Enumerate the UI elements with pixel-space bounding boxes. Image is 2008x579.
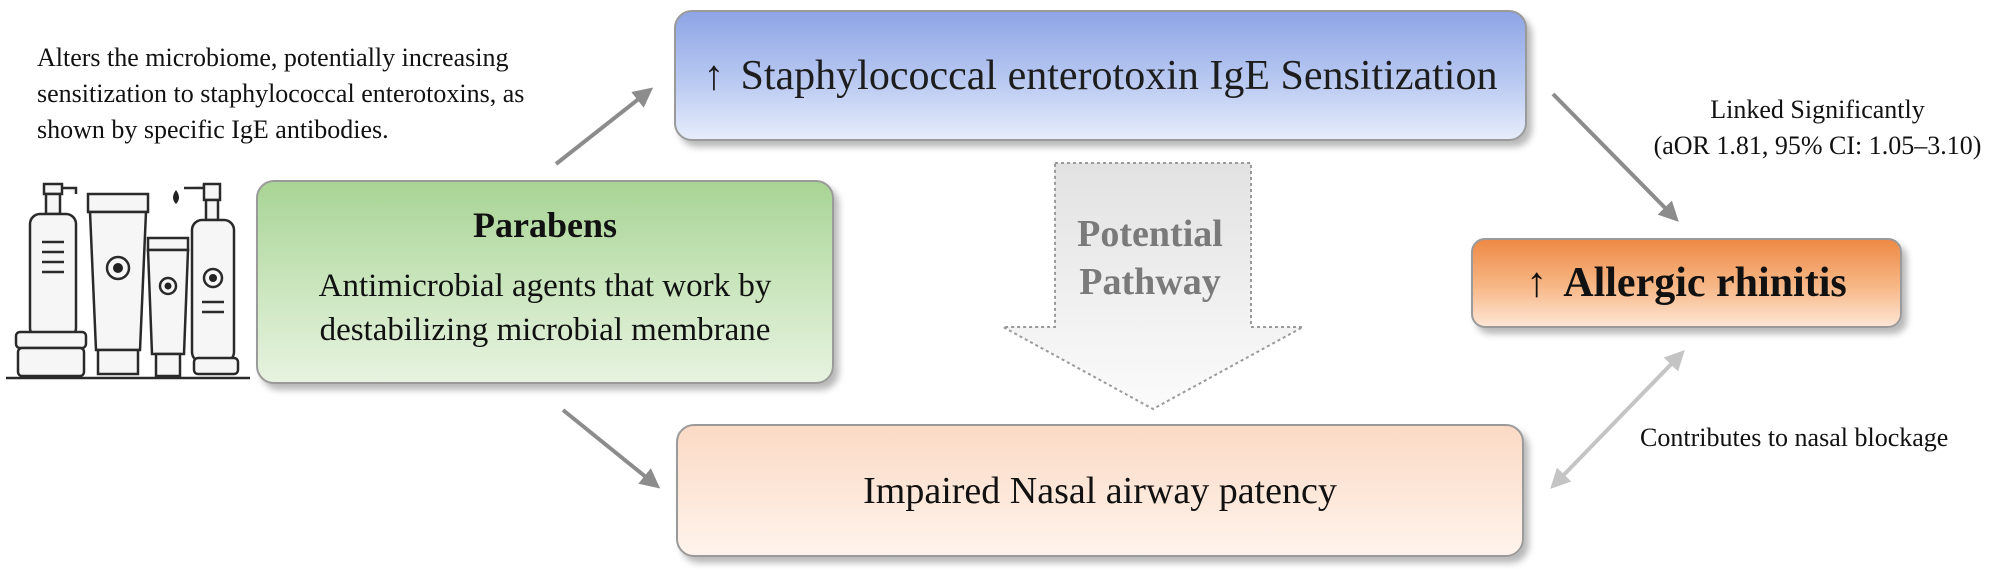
node-patency-label: Impaired Nasal airway patency [863,469,1337,512]
annotation-linked-line-2: (aOR 1.81, 95% CI: 1.05–3.10) [1653,131,1982,160]
arrow-parabens-to-patency [561,408,661,489]
node-nasal-patency: Impaired Nasal airway patency [676,424,1524,557]
arrow-parabens-to-ige [554,87,654,166]
arrow-ige-to-rhinitis [1551,92,1679,222]
arrow-patency-rhinitis [1550,350,1685,489]
node-parabens: Parabens Antimicrobial agents that work … [256,180,834,384]
annotation-linked-significantly: Linked Significantly (aOR 1.81, 95% CI: … [1625,92,2008,164]
potential-pathway-label: Potential Pathway [1050,210,1250,306]
node-ige-label: Staphylococcal enterotoxin IgE Sensitiza… [740,52,1498,99]
pathway-line-1: Potential [1077,213,1223,255]
annotation-microbiome: Alters the microbiome, potentially incre… [37,40,677,148]
annotation-microbiome-line-1: Alters the microbiome, potentially incre… [37,43,509,72]
annotation-microbiome-line-3: shown by specific IgE antibodies. [37,115,389,144]
node-ige-sensitization: ↑ Staphylococcal enterotoxin IgE Sensiti… [674,10,1527,141]
annotation-linked-line-1: Linked Significantly [1710,95,1925,124]
cosmetic-products-icon [6,182,250,380]
parabens-description: Antimicrobial agents that work by destab… [258,264,832,352]
parabens-desc-line-1: Antimicrobial agents that work by [318,268,772,304]
annotation-microbiome-line-2: sensitization to staphylococcal enteroto… [37,79,525,108]
potential-pathway-arrow [1002,162,1304,411]
annotation-nasal-blockage: Contributes to nasal blockage [1640,423,1949,452]
parabens-title: Parabens [473,205,617,245]
node-allergic-rhinitis: ↑ Allergic rhinitis [1471,238,1902,328]
parabens-desc-line-2: destabilizing microbial membrane [319,312,771,348]
up-arrow-icon: ↑ [1526,260,1548,306]
pathway-line-2: Pathway [1079,261,1221,303]
node-rhinitis-label: Allergic rhinitis [1563,260,1847,306]
up-arrow-icon: ↑ [703,52,725,99]
